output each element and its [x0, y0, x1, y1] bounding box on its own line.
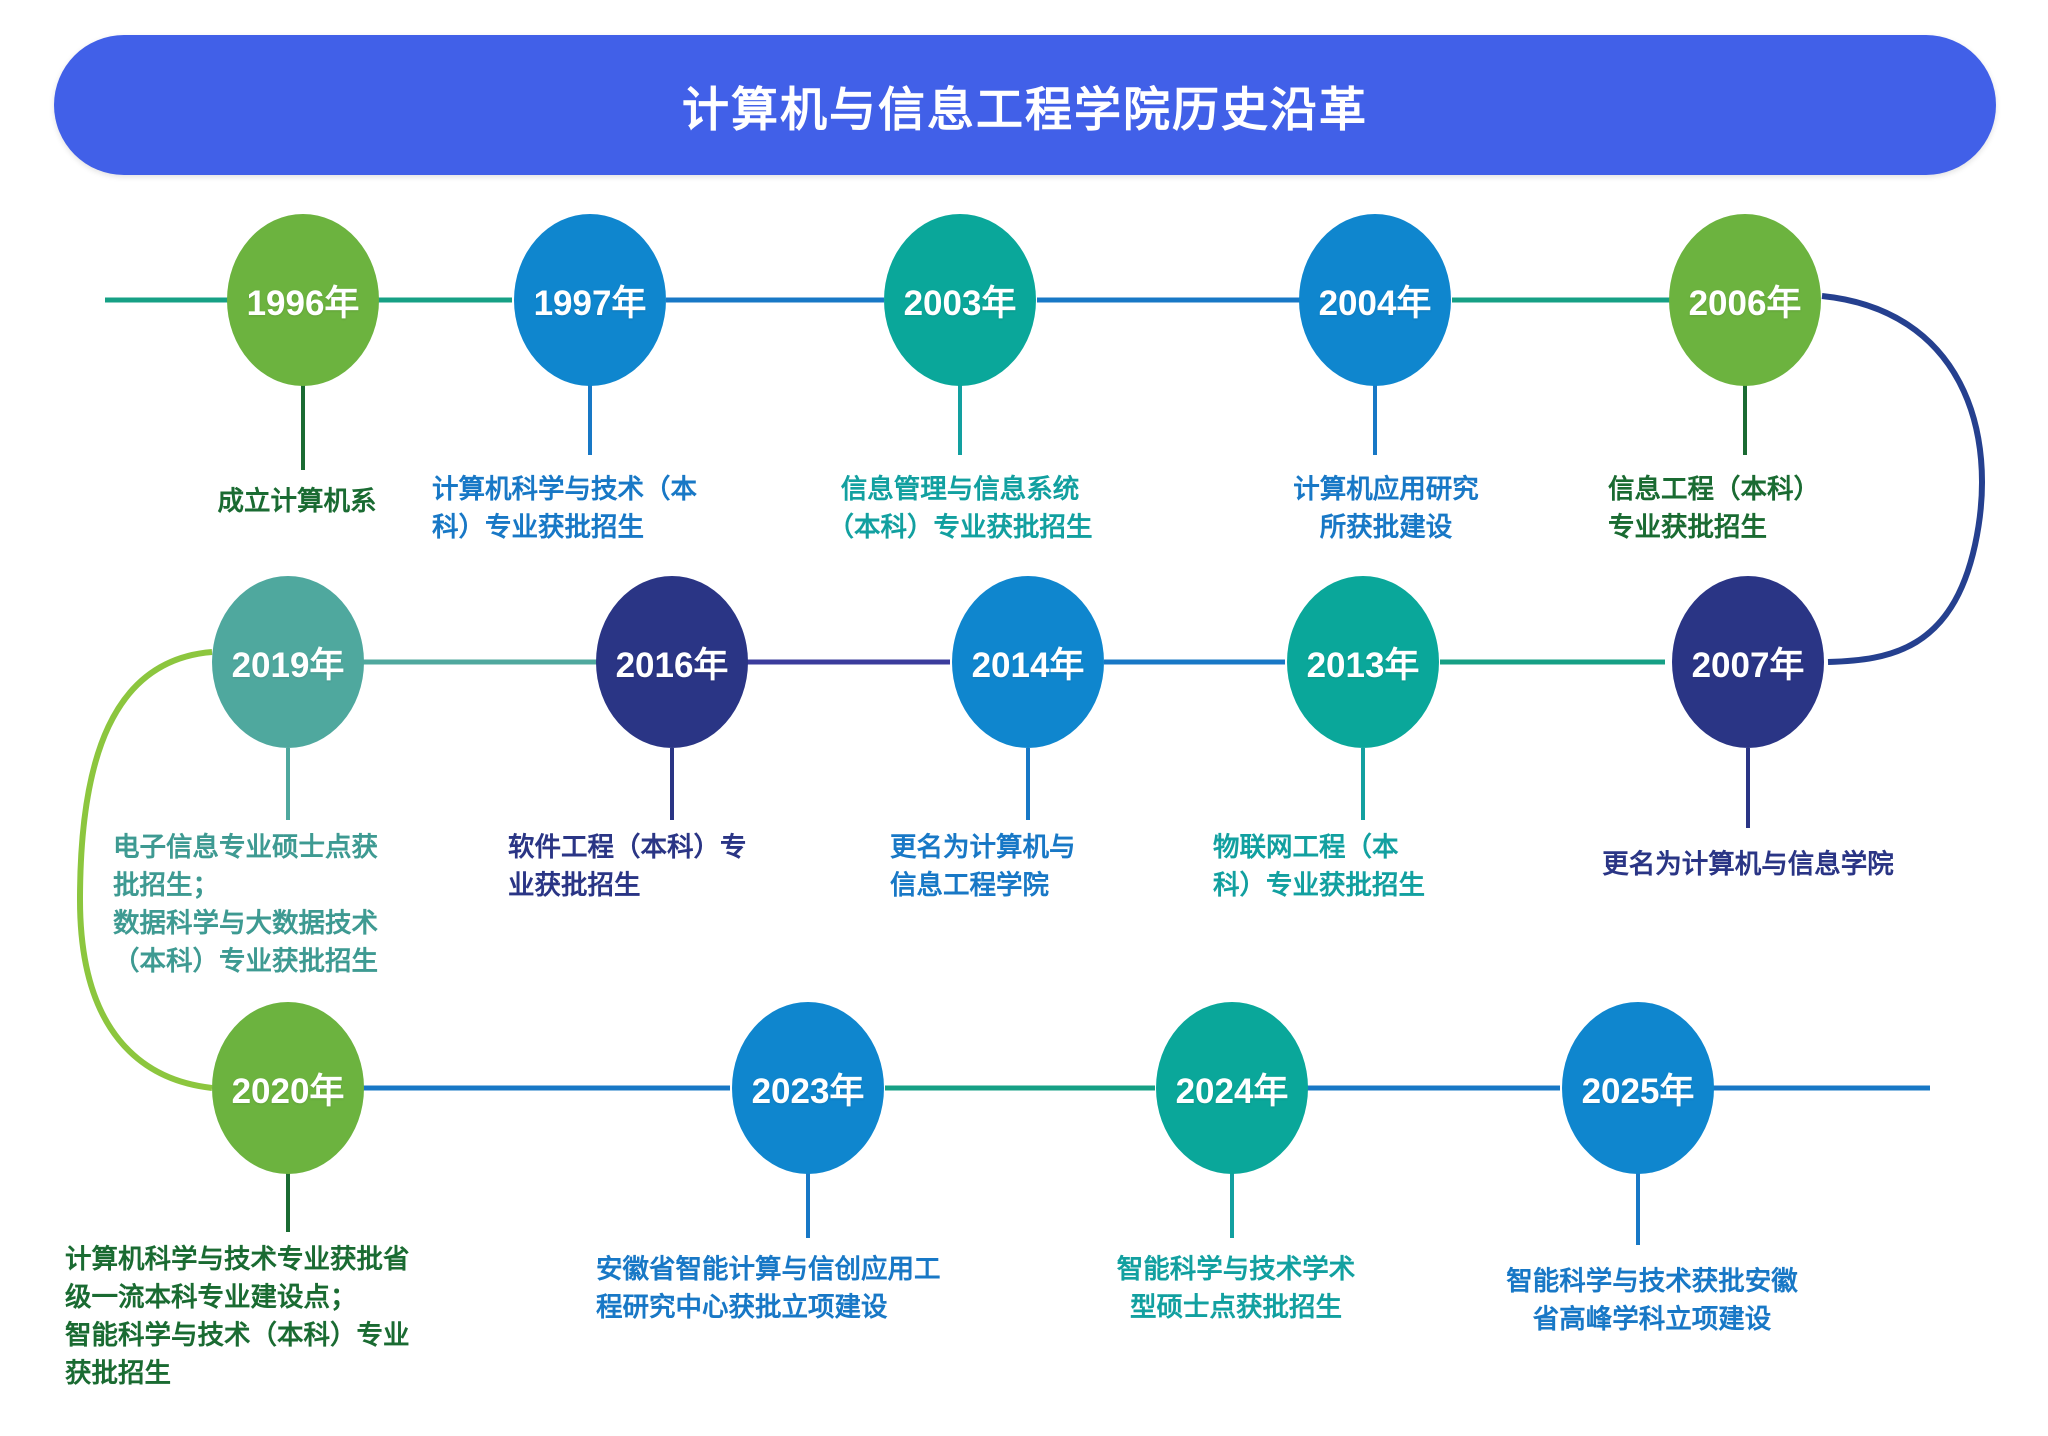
page-title: 计算机与信息工程学院历史沿革: [682, 82, 1368, 136]
caption-2013: 物联网工程（本 科）专业获批招生: [1213, 832, 1425, 901]
caption-2023: 安徽省智能计算与信创应用工 程研究中心获批立项建设: [596, 1254, 941, 1323]
caption-2007: 更名为计算机与信息学院: [1602, 849, 1894, 879]
caption-1996: 成立计算机系: [217, 486, 377, 516]
node-year-label: 2025年: [1581, 1071, 1695, 1111]
timeline-node-2004[interactable]: 2004年: [1299, 214, 1451, 386]
timeline-node-1997[interactable]: 1997年: [514, 214, 666, 386]
timeline-node-2016[interactable]: 2016年: [596, 576, 748, 748]
node-year-label: 2006年: [1688, 283, 1802, 323]
caption-2020: 计算机科学与技术专业获批省 级一流本科专业建设点； 智能科学与技术（本科）专业 …: [65, 1244, 410, 1389]
caption-2025: 智能科学与技术获批安徽 省高峰学科立项建设: [1506, 1266, 1798, 1335]
node-year-label: 2023年: [751, 1071, 865, 1111]
timeline-node-1996[interactable]: 1996年: [227, 214, 379, 386]
node-year-label: 1996年: [246, 283, 360, 323]
timeline-node-2023[interactable]: 2023年: [732, 1002, 884, 1174]
caption-2024: 智能科学与技术学术 型硕士点获批招生: [1116, 1254, 1356, 1323]
node-year-label: 2024年: [1175, 1071, 1289, 1111]
node-year-label: 2019年: [231, 645, 345, 685]
caption-2003: 信息管理与信息系统 （本科）专业获批招生: [827, 474, 1093, 543]
caption-1997: 计算机科学与技术（本 科）专业获批招生: [432, 474, 697, 543]
node-year-label: 2007年: [1691, 645, 1805, 685]
title-banner: 计算机与信息工程学院历史沿革: [54, 35, 1996, 175]
node-year-label: 2013年: [1306, 645, 1420, 685]
timeline-node-2013[interactable]: 2013年: [1287, 576, 1439, 748]
timeline-node-2024[interactable]: 2024年: [1156, 1002, 1308, 1174]
node-year-label: 2003年: [903, 283, 1017, 323]
curve-2006-to-2007: [1821, 293, 1985, 665]
timeline-node-2025[interactable]: 2025年: [1562, 1002, 1714, 1174]
caption-2016: 软件工程（本科）专 业获批招生: [508, 832, 747, 901]
node-year-label: 2014年: [971, 645, 1085, 685]
caption-2019: 电子信息专业硕士点获 批招生； 数据科学与大数据技术 （本科）专业获批招生: [113, 832, 378, 977]
timeline-node-2019[interactable]: 2019年: [212, 576, 364, 748]
caption-2004: 计算机应用研究 所获批建设: [1293, 474, 1479, 543]
timeline-node-2003[interactable]: 2003年: [884, 214, 1036, 386]
node-year-label: 1997年: [533, 283, 647, 323]
timeline-node-2006[interactable]: 2006年: [1669, 214, 1821, 386]
node-year-label: 2020年: [231, 1071, 345, 1111]
timeline-node-2020[interactable]: 2020年: [212, 1002, 364, 1174]
node-year-label: 2004年: [1318, 283, 1432, 323]
caption-2006: 信息工程（本科） 专业获批招生: [1608, 474, 1820, 543]
node-year-label: 2016年: [615, 645, 729, 685]
caption-2014: 更名为计算机与 信息工程学院: [890, 832, 1076, 901]
timeline-node-2014[interactable]: 2014年: [952, 576, 1104, 748]
timeline-node-2007[interactable]: 2007年: [1672, 576, 1824, 748]
